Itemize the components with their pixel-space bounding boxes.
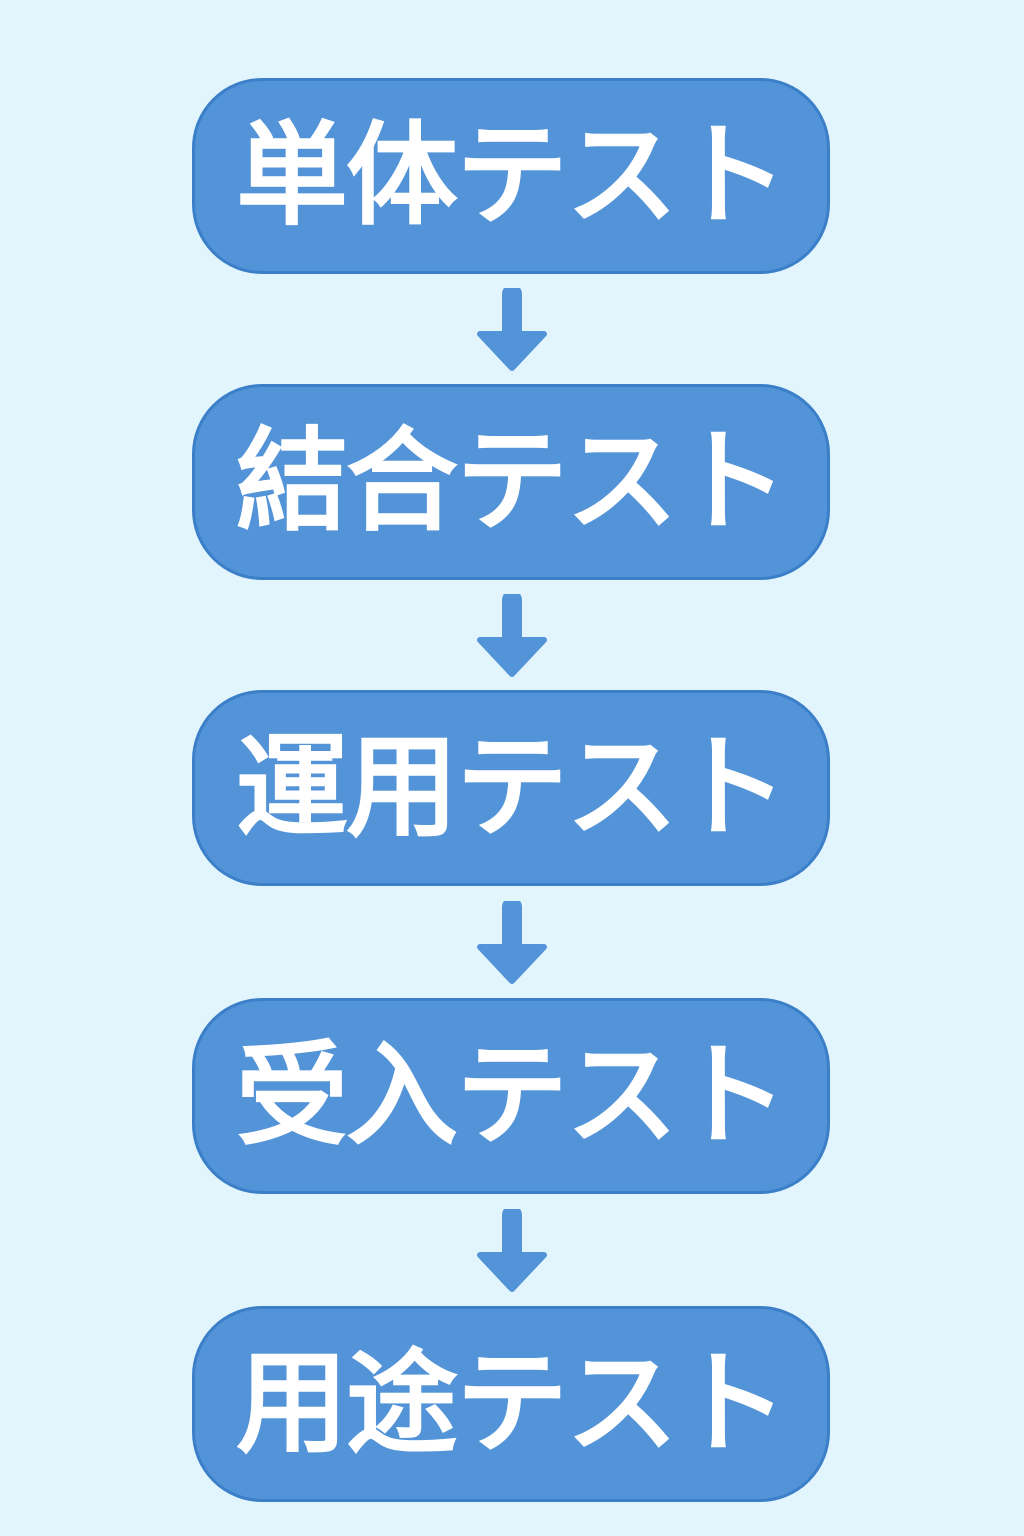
arrow-down-icon [477, 288, 547, 371]
arrow-down-icon [477, 901, 547, 984]
arrow-down-icon [477, 594, 547, 677]
step-label: 運用テスト [236, 723, 788, 853]
step-integration-test: 結合テスト [192, 384, 830, 580]
step-unit-test: 単体テスト [192, 78, 830, 274]
arrow-down-icon [477, 1209, 547, 1292]
step-label: 用途テスト [236, 1339, 788, 1469]
step-operation-test: 運用テスト [192, 690, 830, 886]
step-label: 受入テスト [236, 1031, 788, 1161]
step-acceptance-test: 受入テスト [192, 998, 830, 1194]
step-label: 単体テスト [236, 111, 788, 241]
step-label: 結合テスト [236, 417, 788, 547]
step-usage-test: 用途テスト [192, 1306, 830, 1502]
